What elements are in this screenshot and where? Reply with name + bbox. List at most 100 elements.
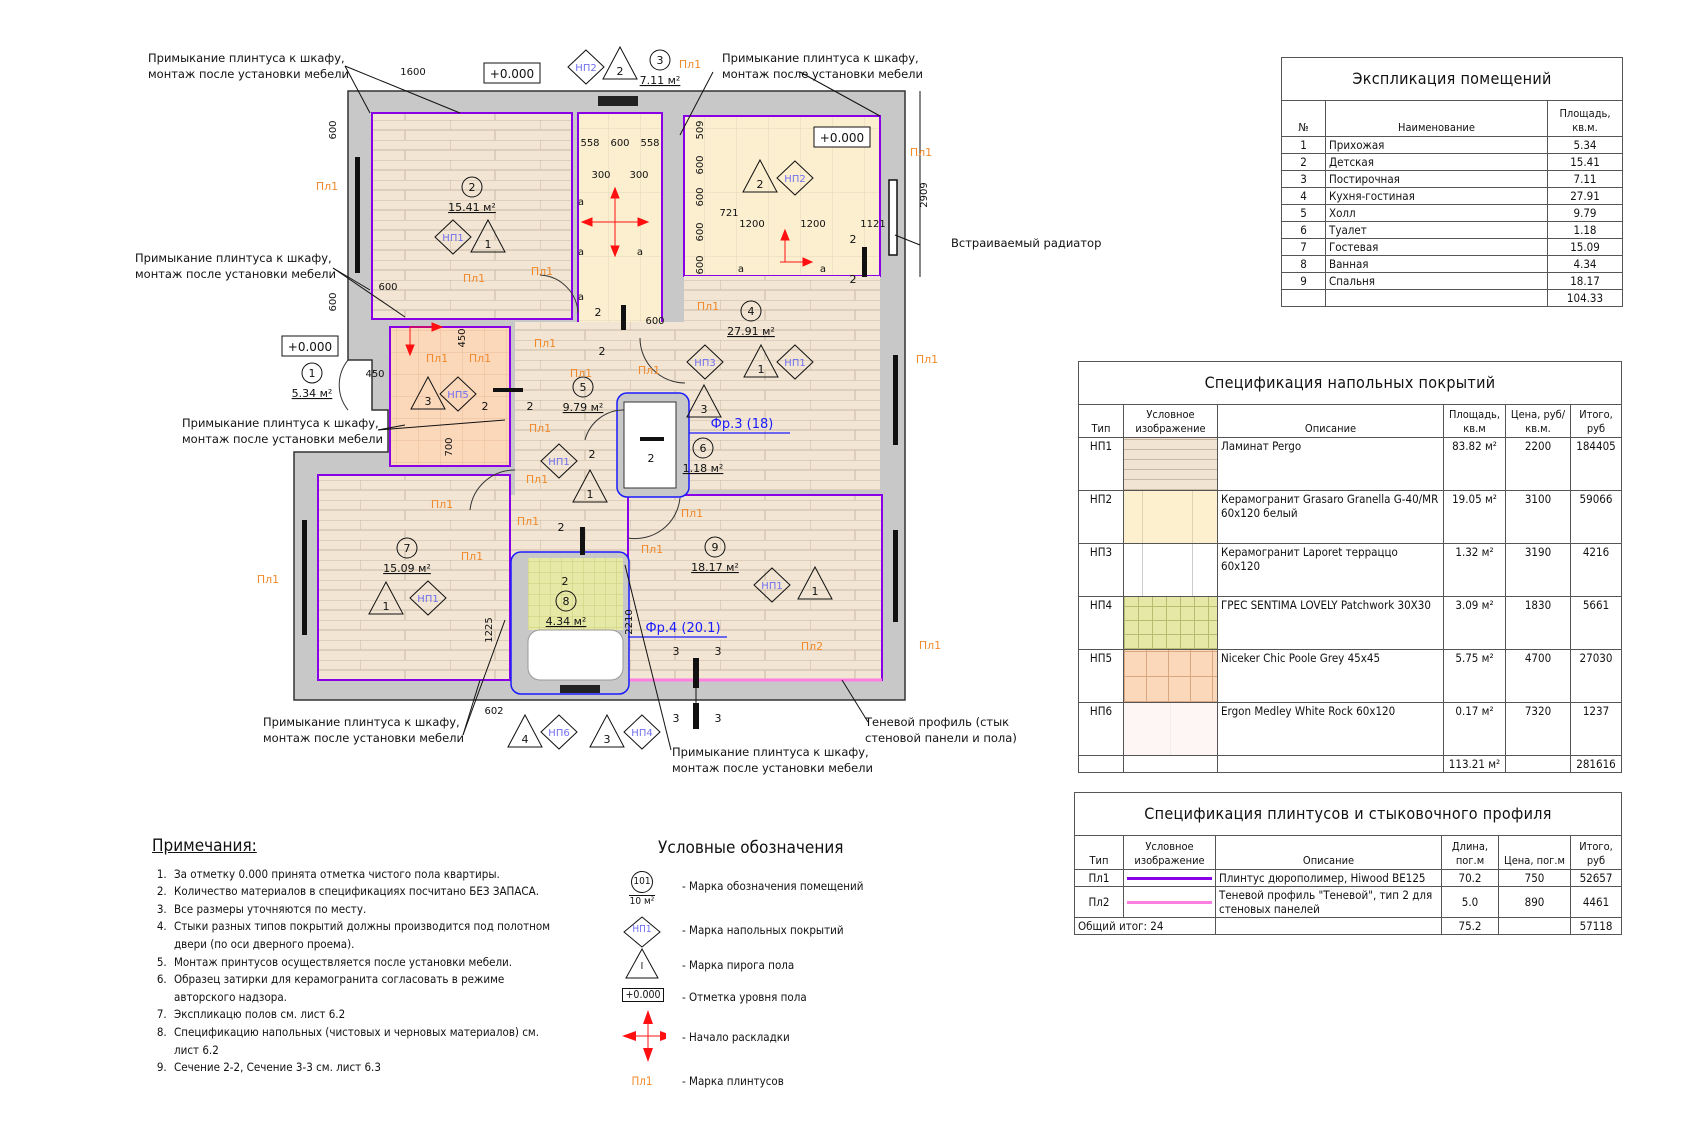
floor-price: 3190 <box>1505 543 1571 597</box>
dimension: 1200 <box>800 219 825 230</box>
floor-swatch <box>1123 437 1218 491</box>
window <box>598 96 638 106</box>
axis-mark: a <box>820 264 826 275</box>
floor-mark-icon <box>776 160 814 196</box>
plinth-swatch <box>1123 869 1216 887</box>
col-desc: Описание <box>1215 835 1442 870</box>
room-area: 9.79 м² <box>563 401 604 414</box>
room-number: 8 <box>563 595 570 608</box>
floor-total-area: 113.21 м² <box>1443 755 1506 773</box>
pie-mark-icon <box>742 158 778 193</box>
floor-swatch <box>1123 596 1218 650</box>
floor-area: 19.05 м² <box>1443 490 1506 544</box>
room-mark-symbol: 101 10 м² <box>618 871 666 907</box>
dimension: 300 <box>629 170 648 181</box>
plinth-total: 4461 <box>1569 886 1623 918</box>
callout-text: Примыкание плинтуса к шкафу, <box>182 416 379 430</box>
floor-type: НП2 <box>1078 490 1124 544</box>
dimension: 509 <box>695 120 706 139</box>
section-mark: 2 <box>527 400 534 413</box>
dimension: 558 <box>580 138 599 149</box>
callout-text: стеновой панели и пола) <box>865 731 1017 745</box>
room-name: Туалет <box>1325 221 1548 239</box>
floor-mark-icon <box>776 344 814 380</box>
elevation-mark: +0.000 <box>820 131 864 145</box>
room-area: 15.41 <box>1546 153 1624 171</box>
callout-text: Примыкание плинтуса к шкафу, <box>263 715 460 729</box>
room-name: Постирочная <box>1325 170 1548 188</box>
room-num: 7 <box>1281 238 1326 256</box>
plinth-type: Пл1 <box>1074 869 1124 887</box>
plinth-mark: Пл1 <box>257 573 279 586</box>
passage-floor <box>510 495 628 557</box>
floor-type: НП1 <box>1078 437 1124 491</box>
floor-price: 3100 <box>1505 490 1571 544</box>
pie-mark: 3 <box>604 733 611 746</box>
plinth-mark: Пл1 <box>463 272 485 285</box>
room-7-floor <box>317 474 511 681</box>
col-image: Условное изображение <box>1123 835 1216 870</box>
room-num: 5 <box>1281 204 1326 222</box>
floor-desc: Ламинат Pergo <box>1217 437 1444 491</box>
floor-total: 27030 <box>1570 649 1622 703</box>
plinth-price: 750 <box>1498 869 1571 887</box>
room-number: 1 <box>309 367 316 380</box>
pie-mark: 1 <box>812 585 819 598</box>
plinth-desc: Плинтус дюрополимер, Hiwood BE125 <box>1215 869 1442 887</box>
floor-type: НП5 <box>1078 649 1124 703</box>
plinth-mark: Пл1 <box>517 515 539 528</box>
pie-mark-icon <box>470 218 506 253</box>
room-area: 15.09 м² <box>383 562 431 575</box>
floor-desc: Niceker Chic Poole Grey 45x45 <box>1217 649 1444 703</box>
plinth-mark: Пл1 <box>426 352 448 365</box>
floor-area: 1.32 м² <box>1443 543 1506 597</box>
col-area: Площадь, кв.м <box>1443 404 1506 438</box>
plinth-mark: Пл1 <box>919 639 941 652</box>
floor-price: 4700 <box>1505 649 1571 703</box>
note-item: Спецификацию напольных (чистовых и черно… <box>170 1024 554 1059</box>
room-num: 6 <box>1281 221 1326 239</box>
pie-mark: 3 <box>425 395 432 408</box>
col-num: № <box>1281 100 1326 137</box>
dimension: 600 <box>645 316 664 327</box>
section-mark: 3 <box>673 645 680 658</box>
floor-mark-icon <box>623 916 661 948</box>
plinth-mark: Пл1 <box>431 498 453 511</box>
plinth-mark: Пл1 <box>316 180 338 193</box>
room-area: 9.79 <box>1546 204 1624 222</box>
dimension: 600 <box>695 255 706 274</box>
room-area: 15.09 <box>1546 238 1624 256</box>
plinth-mark: Пл1 <box>529 422 551 435</box>
elevation-mark: +0.000 <box>490 67 534 81</box>
floor-swatch <box>1123 649 1218 703</box>
floor-mark: НП1 <box>417 594 438 605</box>
dimension: 721 <box>719 208 738 219</box>
plinth-mark: Пл1 <box>697 300 719 313</box>
notes: Примечания: За отметку 0.000 принята отм… <box>152 837 554 1077</box>
pie-mark: 2 <box>757 178 764 191</box>
fragment-label: Фр.3 (18) <box>711 417 774 432</box>
plinth-mark: Пл1 <box>910 146 932 159</box>
note-item: За отметку 0.000 принята отметка чистого… <box>170 866 554 884</box>
explication-total: 104.33 <box>1546 289 1624 307</box>
floor-type: НП4 <box>1078 596 1124 650</box>
section-mark: 2 <box>482 400 489 413</box>
legend-title: Условные обозначения <box>658 838 844 858</box>
leader-lines <box>332 65 921 751</box>
room-number: 5 <box>580 381 587 394</box>
room-area: 5.34 м² <box>292 387 333 400</box>
room-number-circle <box>649 49 671 71</box>
room-num: 8 <box>1281 255 1326 273</box>
pie-mark: 1 <box>587 488 594 501</box>
floor-total: 5661 <box>1570 596 1622 650</box>
floor-total-sum: 281616 <box>1570 755 1622 773</box>
plinth-total: 52657 <box>1569 869 1623 887</box>
dimension: 2909 <box>919 182 930 207</box>
plinth-mark: Пл1 <box>461 550 483 563</box>
legend-room-mark: 101 10 м² - Марка обозначения помещений <box>600 871 900 911</box>
